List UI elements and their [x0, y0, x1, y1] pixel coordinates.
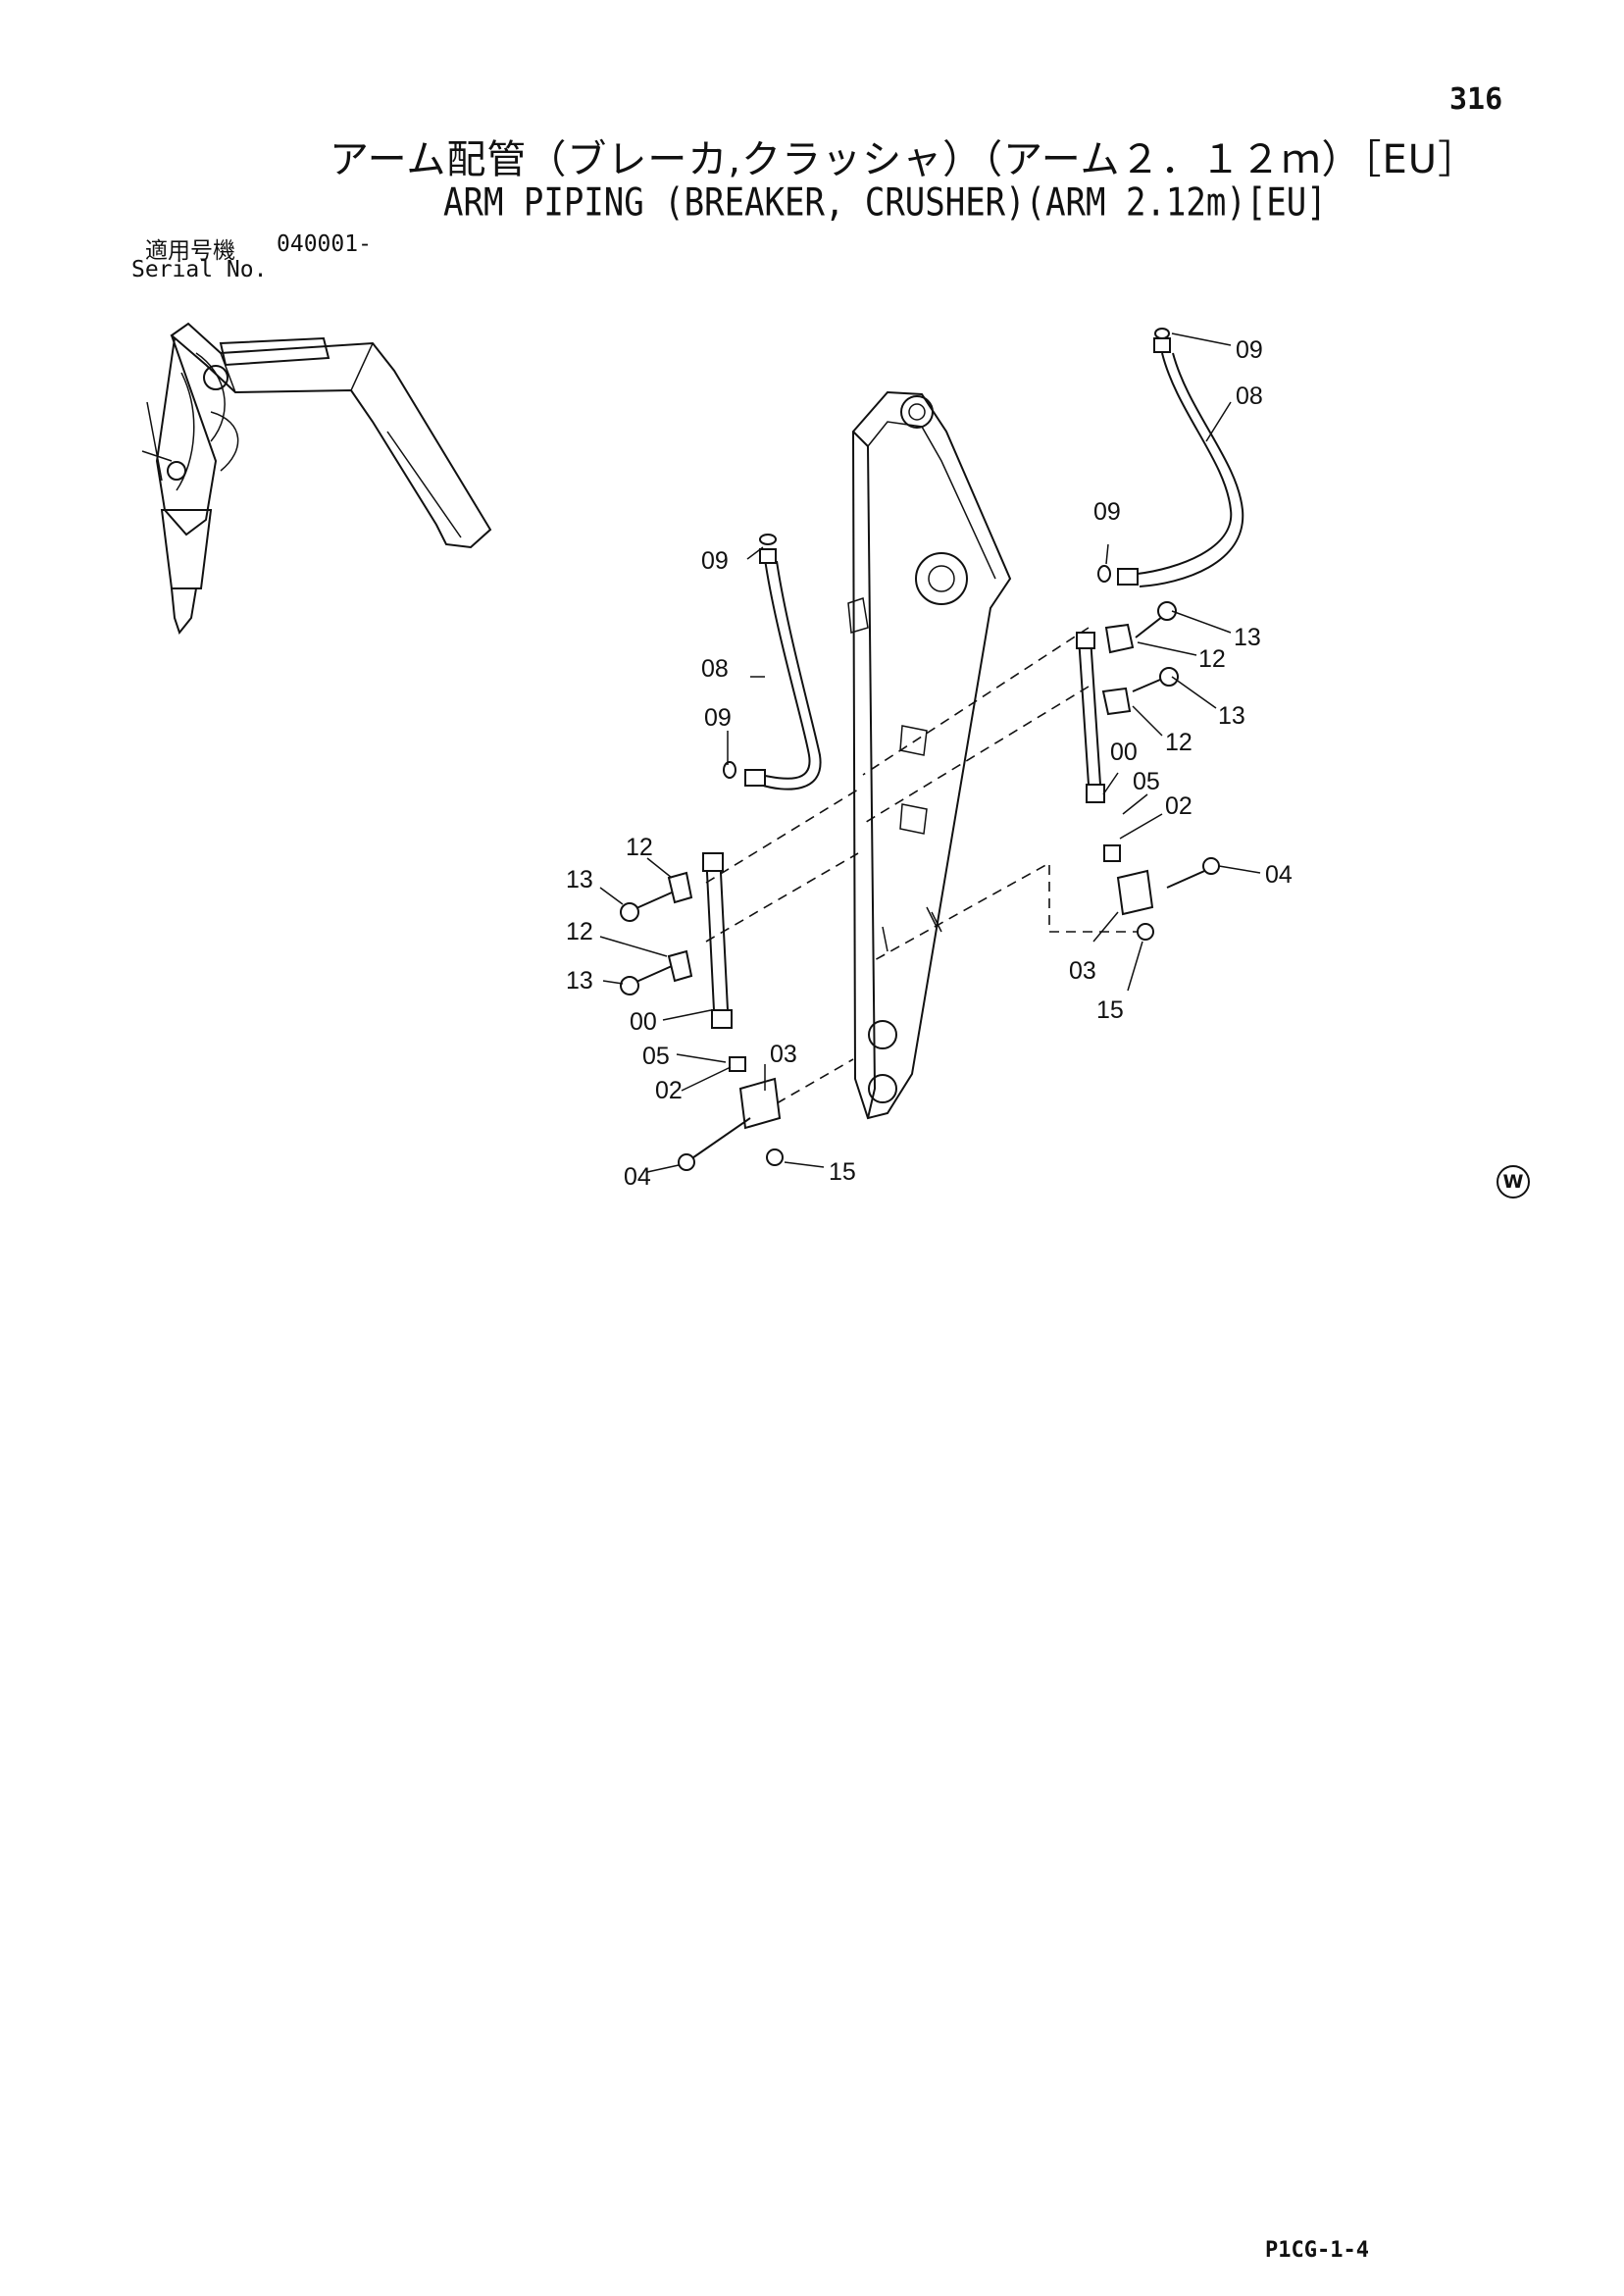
page-title-japanese: アーム配管（ブレーカ,クラッシャ）（アーム２．１２ｍ）［EU］ — [330, 137, 1479, 182]
alignment-lines — [705, 627, 1142, 1104]
callout-13: 13 — [1218, 702, 1245, 730]
document-code: P1CG-1-4 — [1265, 2238, 1369, 2263]
arm-structure — [847, 390, 1012, 1120]
callout-leader-lines — [599, 332, 1261, 1173]
watermark-circle-w: W — [1497, 1165, 1530, 1199]
callout-00: 00 — [630, 1008, 657, 1036]
callout-12: 12 — [1165, 729, 1193, 756]
callout-04: 04 — [624, 1163, 651, 1191]
callout-08: 08 — [701, 655, 729, 683]
callout-05: 05 — [642, 1043, 670, 1070]
callout-02: 02 — [1165, 792, 1193, 820]
excavator-inset-illustration — [141, 322, 492, 636]
serial-label-japanese: 適用号機 — [145, 238, 235, 264]
page-title-english: ARM PIPING (BREAKER, CRUSHER)(ARM 2.12m)… — [443, 180, 1327, 226]
callout-03: 03 — [770, 1041, 797, 1068]
callout-09: 09 — [1236, 336, 1263, 364]
callout-labels: 09 08 09 13 12 13 12 00 05 02 04 03 15 0… — [566, 336, 1293, 1191]
left-hose-assembly — [620, 534, 822, 1171]
right-hose-assembly — [1076, 328, 1244, 941]
callout-12: 12 — [1198, 645, 1226, 673]
callout-03: 03 — [1069, 957, 1096, 985]
callout-00: 00 — [1110, 739, 1138, 766]
callout-09: 09 — [704, 704, 732, 732]
callout-09: 09 — [1093, 498, 1121, 526]
callout-04: 04 — [1265, 861, 1293, 889]
page-number: 316 — [1449, 82, 1503, 117]
callout-09: 09 — [701, 547, 729, 575]
serial-label-english: Serial No. — [131, 257, 268, 282]
callout-12: 12 — [626, 834, 653, 861]
callout-13: 13 — [1234, 624, 1261, 651]
callout-15: 15 — [1096, 996, 1124, 1024]
callout-12: 12 — [566, 918, 593, 945]
callout-02: 02 — [655, 1077, 683, 1104]
callout-05: 05 — [1133, 768, 1160, 795]
callout-13: 13 — [566, 967, 593, 995]
callout-13: 13 — [566, 866, 593, 893]
callout-08: 08 — [1236, 383, 1263, 410]
callout-15: 15 — [829, 1158, 856, 1186]
serial-range: 040001- — [277, 231, 372, 257]
